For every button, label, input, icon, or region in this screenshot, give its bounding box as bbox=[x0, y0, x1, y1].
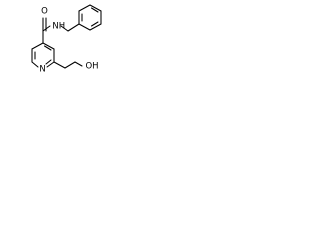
hydroxyl-label: OH bbox=[85, 62, 98, 72]
pyridine-bond bbox=[31, 61, 39, 68]
benzene-bond bbox=[78, 23, 91, 31]
alcohol-bond bbox=[74, 61, 83, 67]
amide-hydrogen-label: H bbox=[59, 22, 65, 32]
benzene-ring bbox=[78, 4, 102, 31]
pyridine-bond bbox=[42, 42, 55, 50]
nh-ch2-bond bbox=[60, 25, 69, 32]
chemical-structure-diagram: O N H N OH bbox=[31, 4, 102, 75]
pyridine-bond bbox=[31, 42, 44, 50]
ethyl-bond bbox=[53, 61, 66, 69]
benzene-bond bbox=[89, 4, 102, 12]
ethyl-bond bbox=[64, 61, 76, 69]
benzene-bond bbox=[78, 4, 91, 12]
amide-nitrogen-label: N bbox=[52, 22, 58, 32]
ring-nitrogen-label: N bbox=[39, 65, 45, 75]
benzene-double-bond bbox=[90, 21, 99, 27]
pyridine-bond bbox=[46, 61, 55, 68]
benzyl-ch2-bond bbox=[67, 23, 80, 32]
carbonyl-oxygen-label: O bbox=[41, 7, 48, 17]
pyridine-ring bbox=[31, 42, 55, 68]
benzene-double-bond bbox=[90, 7, 99, 13]
pyridine-double-bond bbox=[43, 45, 52, 51]
benzene-bond bbox=[89, 23, 102, 31]
pyridine-double-bond bbox=[45, 59, 52, 65]
